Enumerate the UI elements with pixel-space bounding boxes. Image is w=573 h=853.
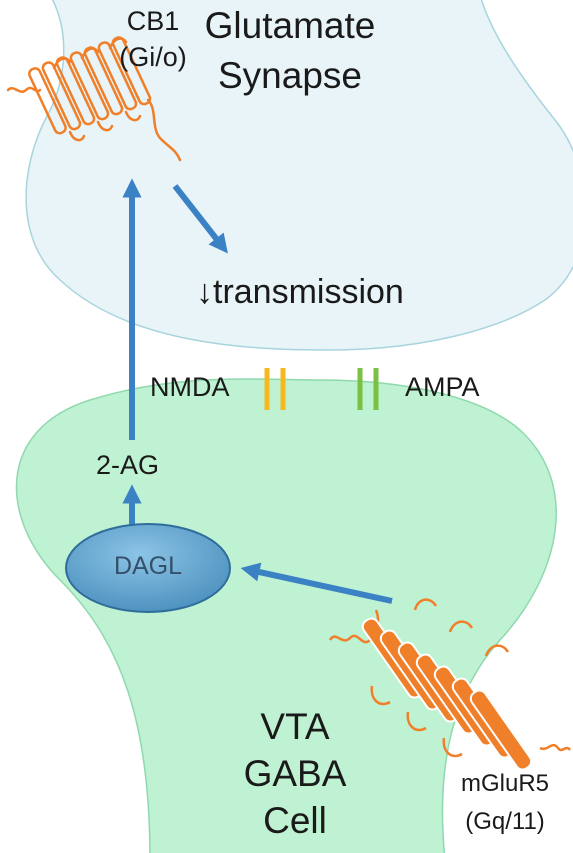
cell-label: Cell (263, 800, 327, 841)
arrow-cb1-to-transmission (172, 184, 228, 254)
glutamate-synapse-title-line2: Synapse (218, 55, 362, 96)
dagl-label: DAGL (113, 552, 183, 580)
postsynaptic-cell (15, 378, 557, 853)
2ag-label: 2-AG (96, 450, 160, 480)
cb1-gprotein-label: (Gi/o) (119, 42, 187, 72)
dagl-enzyme (65, 523, 231, 613)
ampa-channel-icon (357, 368, 379, 410)
vta-label: VTA (260, 706, 330, 747)
nmda-label: NMDA (150, 372, 230, 402)
nmda-channel-icon (264, 368, 286, 410)
mglur5-label: mGluR5 (460, 770, 550, 797)
glutamate-synapse-title-line1: Glutamate (204, 5, 376, 46)
transmission-label: ↓transmission (196, 273, 404, 311)
mglur5-receptor-icon (328, 598, 572, 771)
gaba-label: GABA (243, 753, 347, 794)
arrow-mglur5-to-dagl (240, 562, 393, 604)
presynaptic-terminal (25, 0, 573, 351)
ampa-label: AMPA (405, 372, 480, 402)
mglur5-gprotein-label: (Gq/11) (465, 808, 545, 835)
cb1-receptor-icon (6, 36, 182, 162)
cb1-label: CB1 (126, 6, 180, 36)
